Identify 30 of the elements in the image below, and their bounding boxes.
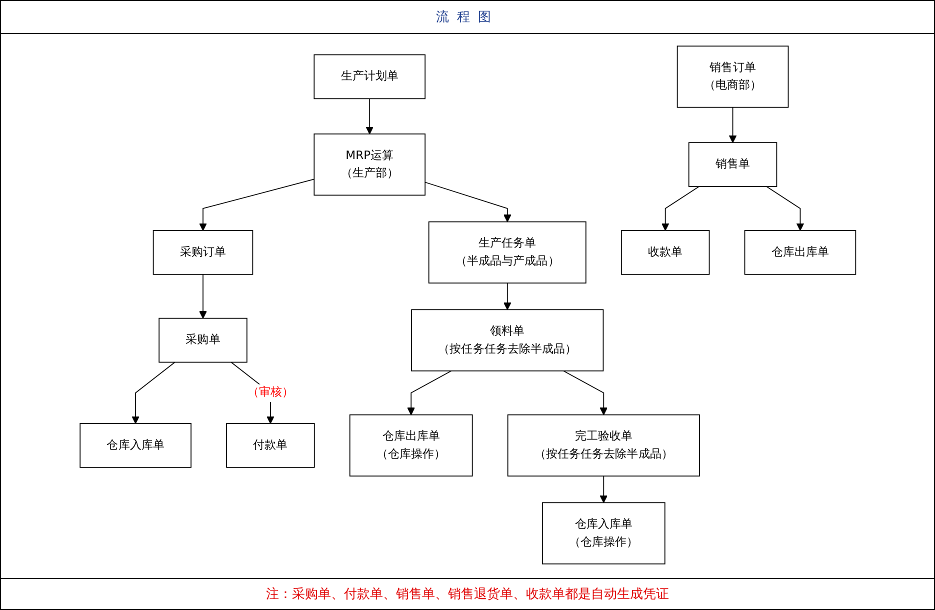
node-box: 仓库出库单 <box>744 230 856 275</box>
arrow <box>198 274 207 319</box>
node-box: 生产任务单 （半成品与产成品） <box>428 221 586 284</box>
node-box: 仓库出库单 （仓库操作） <box>349 414 472 476</box>
arrow <box>661 186 700 231</box>
node-box: 采购订单 <box>152 230 253 275</box>
arrow <box>198 178 314 231</box>
node-box: 仓库入库单 <box>79 423 192 468</box>
arrow <box>562 370 608 416</box>
arrow <box>131 362 175 424</box>
caption-note: 注：采购单、付款单、销售单、销售退货单、收款单都是自动生成凭证 <box>266 586 669 603</box>
node-box: MRP运算 （生产部） <box>313 134 426 196</box>
arrow <box>365 98 374 134</box>
arrow <box>599 476 608 504</box>
arrow <box>766 186 804 231</box>
edge-label: （审核） <box>246 386 294 400</box>
diagram-title: 流程图 <box>436 9 499 26</box>
node-box: 收款单 <box>620 230 710 275</box>
node-box: 领料单 （按任务任务去除半成品） <box>410 309 604 372</box>
arrow <box>503 282 511 310</box>
node-box: 采购单 <box>158 318 247 363</box>
node-box: 销售单 <box>688 142 777 187</box>
node-box: 付款单 <box>226 423 314 468</box>
node-box: 完工验收单 （按任务任务去除半成品） <box>507 414 700 476</box>
node-box: 仓库入库单 （仓库操作） <box>542 502 665 564</box>
arrow <box>424 182 511 222</box>
arrow <box>728 106 736 143</box>
node-box: 销售订单 （电商部） <box>676 46 788 108</box>
arrow <box>406 370 452 416</box>
node-box: 生产计划单 <box>313 54 426 100</box>
